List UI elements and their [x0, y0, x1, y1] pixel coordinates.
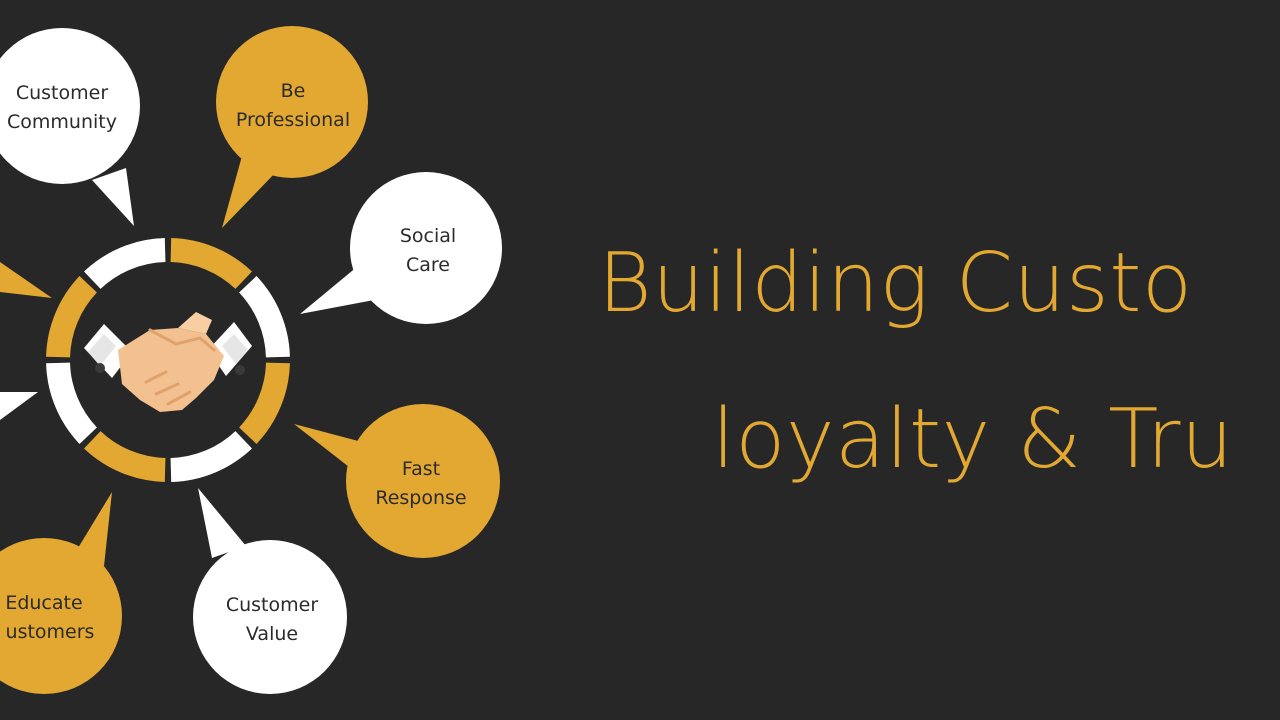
- bubble-label-line2: ustomers: [6, 621, 95, 643]
- bubble-pointer: [198, 488, 246, 558]
- hands: [118, 328, 224, 412]
- bubble-label-line1: Customer: [16, 82, 108, 104]
- bubble-pointer: [92, 168, 134, 226]
- bubble-circle: [216, 26, 368, 178]
- bubble-fast-response: Fast Response: [294, 404, 500, 558]
- bubble-label-line1: Educate: [5, 592, 82, 614]
- offscreen-bubble-pointer-white: [0, 392, 38, 420]
- bubble-educate-customers: Educate ustomers: [0, 492, 122, 694]
- bubble-pointer: [294, 424, 362, 474]
- bubble-label-line1: Social: [400, 225, 456, 247]
- ring-segment: [46, 276, 97, 358]
- bubble-pointer: [78, 492, 112, 566]
- bubble-pointer: [300, 266, 374, 314]
- ring-segment: [170, 238, 252, 289]
- bubble-social-care: Social Care: [300, 172, 502, 324]
- bubble-circle: [350, 172, 502, 324]
- ring-segment: [46, 362, 97, 444]
- offscreen-bubble-pointer-accent: [0, 262, 52, 298]
- ring-segment: [84, 238, 166, 289]
- headline-line-2: loyalty & Tru: [712, 392, 1234, 487]
- bubble-label-line2: Community: [7, 111, 117, 133]
- headline-line-1: Building Custo: [598, 236, 1193, 331]
- bubble-circle: [0, 28, 140, 184]
- ring-segment: [239, 276, 290, 358]
- center-ring: [46, 238, 290, 482]
- handshake-icon: [84, 312, 252, 412]
- bubble-label-line2: Care: [406, 254, 450, 276]
- ring-segment: [84, 431, 166, 482]
- bubble-customer-value: Customer Value: [193, 488, 347, 694]
- bubble-label-line2: Response: [375, 487, 466, 509]
- bubble-circle: [0, 538, 122, 694]
- bubble-label-line1: Fast: [402, 458, 440, 480]
- bubble-label-line1: Customer: [226, 594, 318, 616]
- bubble-label-line2: Professional: [236, 109, 350, 131]
- bubble-label-line1: Be: [281, 80, 306, 102]
- ring-segment: [239, 362, 290, 444]
- bubble-customer-community: Customer Community: [0, 28, 140, 226]
- bubble-label-line2: Value: [246, 623, 298, 645]
- ring-segment: [170, 431, 252, 482]
- bubble-circle: [193, 540, 347, 694]
- bubble-pointer: [222, 156, 278, 228]
- bubble-be-professional: Be Professional: [216, 26, 368, 228]
- bubble-circle: [346, 404, 500, 558]
